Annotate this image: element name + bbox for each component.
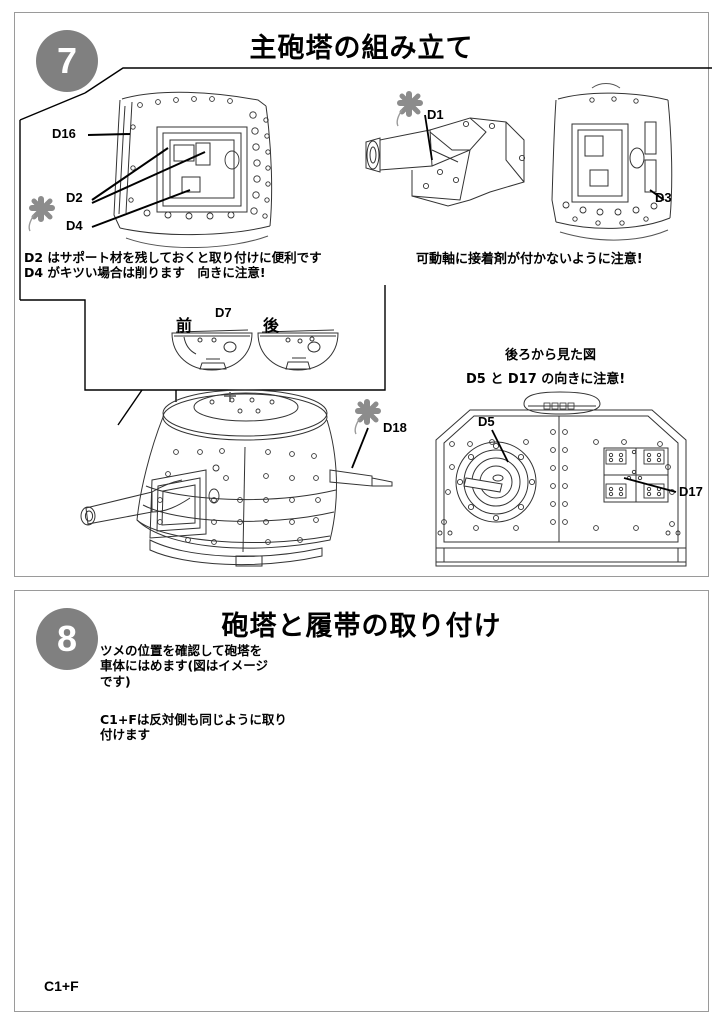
step-8-panel (14, 590, 709, 1012)
part-label-d4: D4 (66, 218, 83, 233)
part-label-d16: D16 (52, 126, 76, 141)
part-label-d2: D2 (66, 190, 83, 205)
step-8-note-first: ツメの位置を確認して砲塔を 車体にはめます(図はイメージ です) (100, 643, 268, 689)
step-8-badge: 8 (36, 608, 98, 670)
step-7-note-right: 可動軸に接着剤が付かないように注意! (416, 252, 643, 267)
step-8-title: 砲塔と履帯の取り付け (221, 611, 502, 642)
step-7-panel (14, 12, 709, 577)
part-label-c1f: C1+F (44, 978, 79, 994)
part-label-d1: D1 (427, 107, 444, 122)
step-7-title: 主砲塔の組み立て (249, 33, 474, 64)
orientation-label-front: 前 (176, 316, 193, 335)
part-label-d18: D18 (383, 420, 407, 435)
step-8-note-second: C1+Fは反対側も同じように取り 付けます (100, 712, 287, 743)
step-7-note-left: D2 はサポート材を残しておくと取り付けに便利です D4 がキツい場合は削ります… (24, 250, 322, 281)
step-7-number: 7 (56, 40, 78, 81)
rear-view-note: D5 と D17 の向きに注意! (466, 372, 626, 387)
step-7-badge: 7 (36, 30, 98, 92)
part-label-d5: D5 (478, 414, 495, 429)
part-label-d17: D17 (679, 484, 703, 499)
part-label-d7: D7 (215, 305, 232, 320)
step-8-number: 8 (56, 618, 78, 659)
orientation-label-rear: 後 (263, 316, 280, 335)
part-label-d3: D3 (655, 190, 672, 205)
rear-view-title: 後ろから見た図 (505, 348, 597, 363)
